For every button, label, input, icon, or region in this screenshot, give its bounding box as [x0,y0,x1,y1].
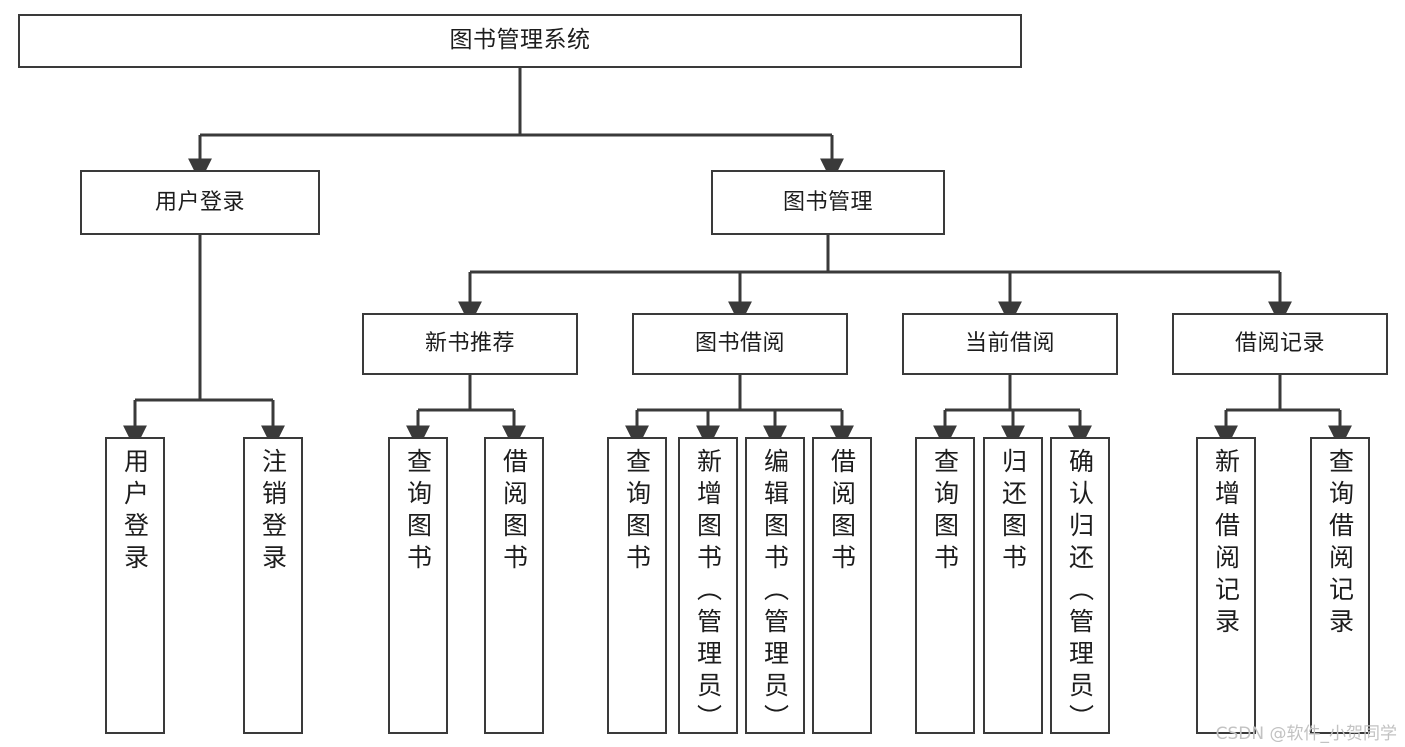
node-user-login[interactable]: 用户登录 [80,170,320,235]
node-label: 用户登录 [120,448,150,576]
leaf-borrow-book[interactable]: 借阅图书 [812,437,872,734]
node-book-borrow[interactable]: 图书借阅 [632,313,848,375]
node-borrow-record[interactable]: 借阅记录 [1172,313,1388,375]
leaf-logout-login[interactable]: 注销登录 [243,437,303,734]
leaf-edit-book-admin[interactable]: 编辑图书（管理员） [745,437,805,736]
node-current-borrow[interactable]: 当前借阅 [902,313,1118,375]
node-label: 查询图书 [403,448,433,576]
node-label: 编辑图书（管理员） [760,448,790,736]
leaf-add-book-admin[interactable]: 新增图书（管理员） [678,437,738,736]
leaf-confirm-return-admin[interactable]: 确认归还（管理员） [1050,437,1110,736]
watermark-text: CSDN @软件_小贺同学 [1215,724,1397,744]
node-label: 借阅记录 [1234,331,1325,357]
node-label: 图书借阅 [694,331,785,357]
node-book-manage[interactable]: 图书管理 [711,170,945,235]
node-label: 查询借阅记录 [1325,448,1355,640]
node-label: 查询图书 [930,448,960,576]
leaf-query-book-current[interactable]: 查询图书 [915,437,975,734]
node-label: 归还图书 [998,448,1028,576]
leaf-return-book[interactable]: 归还图书 [983,437,1043,734]
node-label: 当前借阅 [964,331,1055,357]
node-label: 查询图书 [622,448,652,576]
leaf-query-book-borrow[interactable]: 查询图书 [607,437,667,734]
node-new-book-recommend[interactable]: 新书推荐 [362,313,578,375]
leaf-query-book-recommend[interactable]: 查询图书 [388,437,448,734]
leaf-query-borrow-record[interactable]: 查询借阅记录 [1310,437,1370,734]
leaf-borrow-book-recommend[interactable]: 借阅图书 [484,437,544,734]
node-label: 新增图书（管理员） [693,448,723,736]
node-label: 注销登录 [258,448,288,576]
leaf-add-borrow-record[interactable]: 新增借阅记录 [1196,437,1256,734]
node-label: 图书管理 [782,189,873,215]
node-label: 新书推荐 [424,331,515,357]
node-root-system[interactable]: 图书管理系统 [18,14,1022,68]
node-label: 用户登录 [154,189,245,215]
node-label: 借阅图书 [499,448,529,576]
node-label: 新增借阅记录 [1211,448,1241,640]
leaf-user-login[interactable]: 用户登录 [105,437,165,734]
node-label: 借阅图书 [827,448,857,576]
node-label: 确认归还（管理员） [1065,448,1095,736]
node-label: 图书管理系统 [449,27,591,54]
